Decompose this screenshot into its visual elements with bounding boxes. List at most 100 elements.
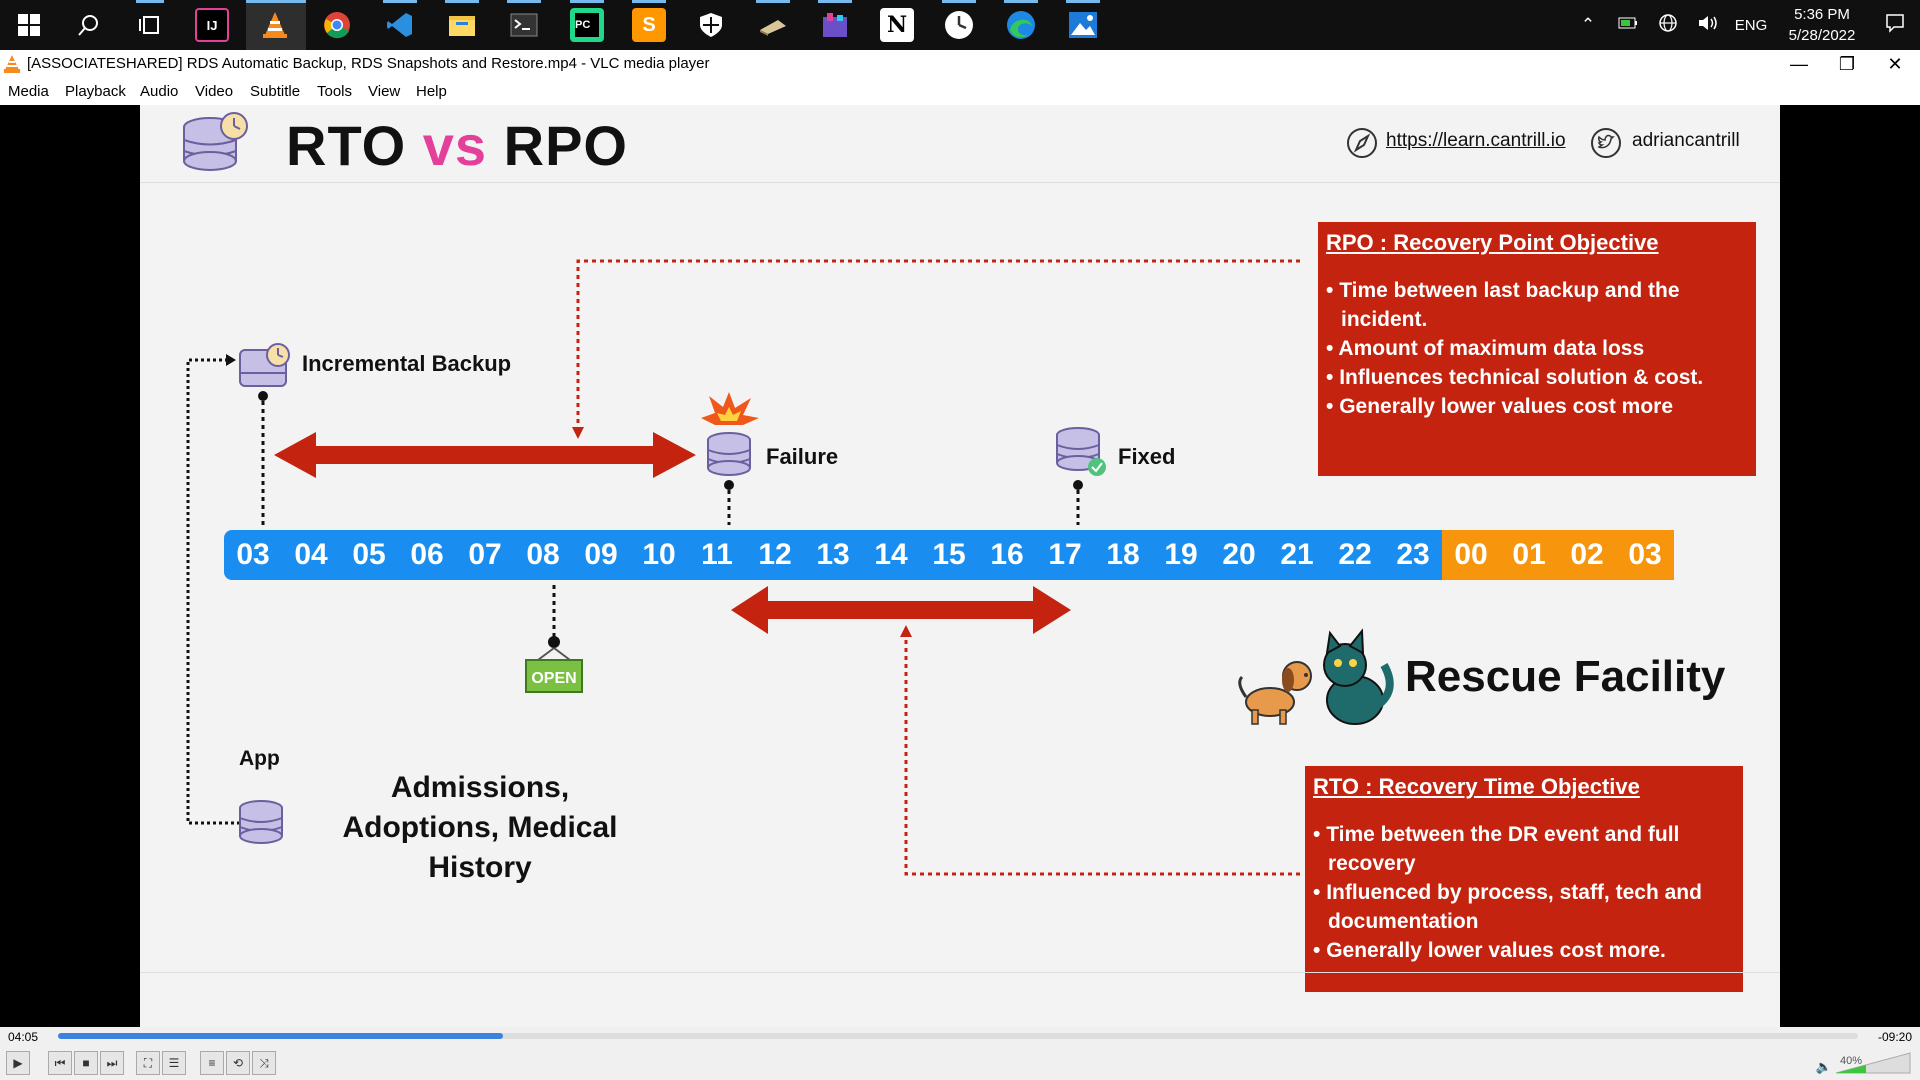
diagram-graphics: OPEN: [186, 259, 1394, 876]
battery-icon[interactable]: [1608, 15, 1648, 35]
menu-subtitle[interactable]: Subtitle: [250, 83, 301, 100]
rpo-item: Influences technical solution & cost.: [1326, 363, 1748, 392]
stop-icon: ■: [82, 1056, 90, 1070]
chevron-up-icon[interactable]: ⌃: [1580, 15, 1596, 34]
timeline-hour: 08: [514, 530, 572, 580]
file-explorer-icon[interactable]: [445, 8, 479, 42]
timeline-hour: 20: [1210, 530, 1268, 580]
rto-span-arrow: [731, 586, 1071, 634]
running-indicator: [942, 0, 976, 3]
globe-icon[interactable]: [1648, 13, 1688, 38]
playlist-icon: ≡: [208, 1056, 216, 1070]
menu-media[interactable]: Media: [8, 83, 49, 100]
edge-icon[interactable]: [1004, 8, 1038, 42]
menu-playback[interactable]: Playback: [65, 83, 126, 100]
photos-icon[interactable]: [1066, 8, 1100, 42]
timeline-hour: 18: [1094, 530, 1152, 580]
pycharm-icon[interactable]: PC: [570, 8, 604, 42]
stop-button[interactable]: ■: [74, 1051, 98, 1075]
timeline-hour: 21: [1268, 530, 1326, 580]
timeline-hour: 05: [340, 530, 398, 580]
speaker-icon[interactable]: [1688, 14, 1728, 37]
twitter-icon: [1591, 128, 1621, 158]
app-label: App: [239, 747, 280, 770]
restore-button[interactable]: ❐: [1838, 54, 1856, 74]
timeline-hour: 14: [862, 530, 920, 580]
dog-icon: [1238, 661, 1312, 725]
app-icon[interactable]: [756, 8, 790, 42]
speaker-icon[interactable]: 🔈: [1815, 1059, 1832, 1074]
loop-icon: ⟲: [232, 1056, 244, 1070]
loop-button[interactable]: ⟲: [226, 1051, 250, 1075]
app-description: Admissions, Adoptions, Medical History: [330, 768, 630, 888]
timeline-hour: 09: [572, 530, 630, 580]
fixed-database-icon: [1056, 427, 1106, 476]
timeline-hour: 12: [746, 530, 804, 580]
language-indicator[interactable]: ENG: [1734, 16, 1768, 34]
previous-button[interactable]: ⏮: [48, 1051, 72, 1075]
seek-bar[interactable]: [58, 1033, 1858, 1039]
clock-app-icon[interactable]: [942, 8, 976, 42]
security-icon[interactable]: [694, 8, 728, 42]
terminal-icon[interactable]: [507, 8, 541, 42]
playlist-button[interactable]: ≡: [200, 1051, 224, 1075]
timeline-hour: 01: [1500, 530, 1558, 580]
equalizer-icon: ☰: [168, 1056, 180, 1070]
vscode-icon[interactable]: [383, 8, 417, 42]
timeline-hour: 19: [1152, 530, 1210, 580]
explosion-icon: [701, 392, 759, 425]
chrome-icon[interactable]: [320, 8, 354, 42]
task-view-icon[interactable]: [133, 8, 167, 42]
menu-view[interactable]: View: [368, 83, 401, 100]
clock[interactable]: 5:36 PM 5/28/2022: [1774, 4, 1870, 46]
shuffle-button[interactable]: ⤨: [252, 1051, 276, 1075]
menu-help[interactable]: Help: [416, 83, 447, 100]
fullscreen-icon: ⛶: [143, 1056, 153, 1070]
windows-start-icon[interactable]: [12, 8, 46, 42]
menu-video[interactable]: Video: [195, 83, 234, 100]
video-area[interactable]: RTO vs RPO https://learn.cantrill.io adr…: [0, 105, 1920, 1027]
incremental-backup-label: Incremental Backup: [302, 351, 512, 376]
next-icon: ⏭: [106, 1056, 118, 1070]
elapsed-time: 04:05: [8, 1030, 39, 1044]
window-titlebar: [ASSOCIATESHARED] RDS Automatic Backup, …: [0, 50, 1920, 79]
rto-item: Influenced by process, staff, tech and d…: [1313, 878, 1735, 936]
cat-icon: [1323, 628, 1394, 725]
volume-level: 40%: [1839, 1055, 1862, 1067]
sublime-icon[interactable]: S: [632, 8, 666, 42]
shuffle-icon: ⤨: [259, 1056, 269, 1070]
running-indicator: [136, 0, 164, 3]
timeline-hour: 02: [1558, 530, 1616, 580]
rpo-list: Time between last backup and the inciden…: [1326, 276, 1748, 421]
timeline-hour: 17: [1036, 530, 1094, 580]
failure-label: Failure: [766, 444, 839, 469]
intellij-icon[interactable]: IJ: [195, 8, 229, 42]
menu-bar: Media Playback Audio Video Subtitle Tool…: [0, 79, 1920, 105]
app2-icon[interactable]: [818, 8, 852, 42]
minimize-button[interactable]: —: [1790, 54, 1808, 74]
search-icon[interactable]: [72, 8, 106, 42]
running-indicator: [632, 0, 666, 3]
window-title: [ASSOCIATESHARED] RDS Automatic Backup, …: [27, 55, 710, 72]
app-database-icon: [239, 800, 283, 844]
backup-drive-icon: [239, 343, 290, 387]
clock-date: 5/28/2022: [1788, 27, 1856, 44]
volume-slider[interactable]: [1834, 1051, 1912, 1075]
vlc-icon[interactable]: [258, 8, 292, 42]
next-button[interactable]: ⏭: [100, 1051, 124, 1075]
player-controls: 04:05 -09:20 ▶ ⏮ ■ ⏭ ⛶ ☰ ≡ ⟲ ⤨ 🔈 40%: [0, 1027, 1920, 1080]
menu-audio[interactable]: Audio: [140, 83, 179, 100]
play-button[interactable]: ▶: [6, 1051, 30, 1075]
extended-settings-button[interactable]: ☰: [162, 1051, 186, 1075]
rpo-connector-arrowhead: [572, 427, 584, 439]
running-indicator: [246, 0, 306, 3]
compass-icon: [1347, 128, 1377, 158]
close-button[interactable]: ✕: [1887, 54, 1903, 74]
fullscreen-button[interactable]: ⛶: [136, 1051, 160, 1075]
rpo-item: Amount of maximum data loss: [1326, 334, 1748, 363]
notification-icon[interactable]: [1870, 13, 1920, 38]
menu-tools[interactable]: Tools: [317, 83, 353, 100]
clock-time: 5:36 PM: [1794, 6, 1850, 23]
notion-icon[interactable]: N: [880, 8, 914, 42]
